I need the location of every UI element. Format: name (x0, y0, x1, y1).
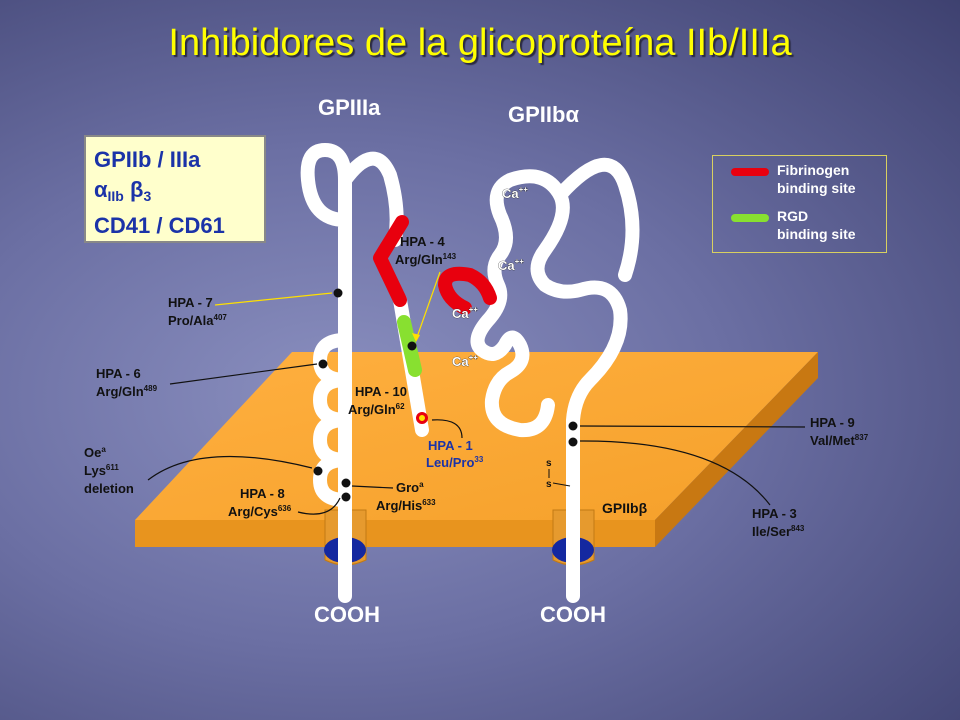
hpa9-leader (579, 425, 806, 428)
gpiiia-fibrinogen-site (373, 215, 409, 307)
gpiib-alpha-title: GPIIbα (508, 102, 579, 127)
hpa7-leader (214, 292, 333, 306)
calcium-label-4: Ca++ (452, 353, 478, 369)
cooh-right: COOH (540, 602, 606, 627)
dot-hpa6 (318, 359, 328, 369)
disulfide-s-top: s (546, 458, 552, 469)
oe-leader (147, 455, 313, 481)
calcium-label-2: Ca++ (498, 257, 524, 273)
calcium-label-1: Ca++ (502, 185, 528, 201)
hpa8-leader (297, 497, 341, 515)
legend-rgd-swatch (731, 214, 769, 222)
beta-subscript: 3 (143, 188, 152, 204)
legend-fibrinogen-label: Fibrinogen binding site (777, 161, 856, 197)
legend: Fibrinogen binding site RGD binding site (712, 155, 887, 253)
hpa3-leader (579, 440, 771, 506)
gpiiia-extracellular (338, 151, 404, 247)
legend-fibrinogen-swatch (731, 168, 769, 176)
dot-hpa9 (568, 421, 578, 431)
info-line-3: CD41 / CD61 (94, 213, 225, 238)
dot-hpa7 (333, 288, 343, 298)
legend-fibrinogen-line1: Fibrinogen (777, 162, 850, 178)
gpiiia-title: GPIIIa (318, 95, 381, 120)
dot-hpa10 (407, 341, 417, 351)
legend-rgd-line1: RGD (777, 208, 809, 224)
alpha-symbol: α (94, 177, 108, 202)
membrane-top (135, 352, 818, 520)
gro-leader (351, 485, 394, 489)
gpiib-fibrinogen-site (437, 266, 497, 315)
page-title: Inhibidores de la glicoproteína IIb/IIIa (168, 22, 792, 64)
hpa4-arrowhead (412, 333, 420, 342)
gp-info-box: GPIIb / IIIa αIIb β3 CD41 / CD61 (84, 135, 266, 243)
cooh-left: COOH (314, 602, 380, 627)
gpiib-alpha-chain (470, 169, 628, 603)
hpa1-leader (431, 419, 463, 439)
membrane-front (135, 520, 655, 547)
disulfide-link (552, 482, 571, 487)
hpa6-leader (169, 363, 318, 385)
alpha-subscript: IIb (107, 188, 124, 204)
calcium-label-3: Ca++ (452, 305, 478, 321)
membrane-side (655, 352, 818, 547)
polymorphism-dots (313, 288, 578, 502)
legend-fibrinogen-line2: binding site (777, 180, 856, 196)
legend-rgd-label: RGD binding site (777, 207, 856, 243)
gpiiia-chain (300, 143, 352, 603)
dot-oe (313, 466, 323, 476)
dot-hpa3 (568, 437, 578, 447)
hpa4-leader (415, 271, 441, 341)
dot-gro-a (341, 478, 351, 488)
info-line-1: GPIIb / IIIa (94, 147, 201, 172)
gpiib-alpha-loop-top (553, 157, 640, 282)
disulfide-s-bottom: s (546, 479, 552, 490)
dot-gro-b (341, 492, 351, 502)
legend-rgd-line2: binding site (777, 226, 856, 242)
dot-hpa1 (416, 412, 428, 424)
info-line-2: αIIb β3 (94, 175, 256, 211)
gpiib-beta-title: GPIIbβ (602, 500, 648, 516)
beta-symbol: β (130, 177, 144, 202)
